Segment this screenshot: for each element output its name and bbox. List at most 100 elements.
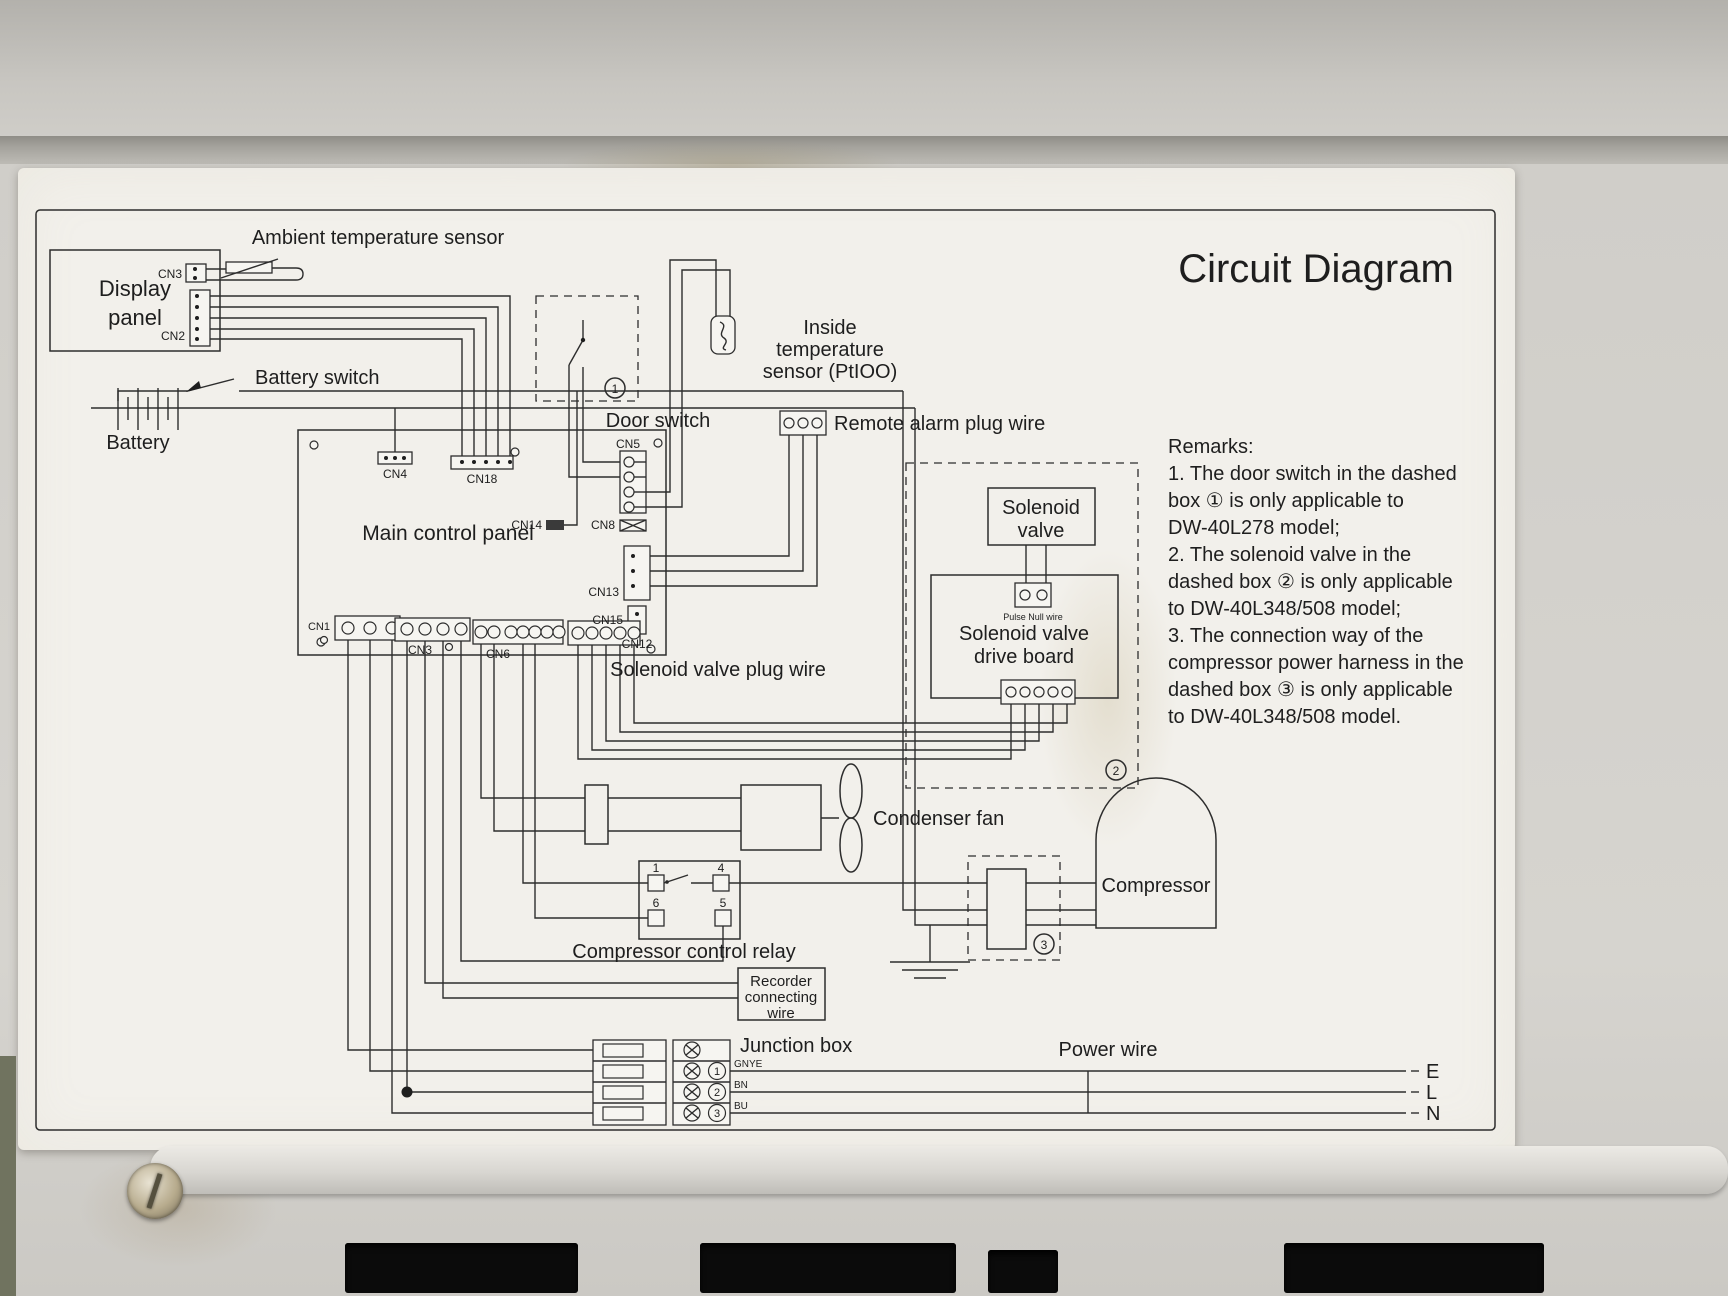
screw	[127, 1163, 183, 1219]
pin	[585, 626, 599, 640]
circled-3-icon	[1033, 933, 1055, 955]
battery-label: Battery	[106, 432, 169, 454]
wire-junction-dot	[401, 1086, 413, 1098]
inside-sensor-label: Inside	[803, 317, 856, 339]
fan-blade	[839, 763, 863, 819]
pin	[504, 625, 518, 639]
probe-squiggle	[719, 321, 727, 351]
cn1-label: CN1	[308, 621, 330, 633]
remarks-line: 1. The door switch in the dashed	[1168, 463, 1457, 485]
pin	[195, 337, 199, 341]
cn3-connector	[185, 263, 207, 283]
pin	[496, 460, 500, 464]
door-switch-dashed-box	[535, 295, 639, 402]
power-wire-label: Power wire	[1059, 1039, 1158, 1061]
vent-slot	[345, 1243, 578, 1293]
pin	[195, 316, 199, 320]
cn12-label: CN12	[622, 637, 653, 651]
relay-terminal-6	[647, 909, 665, 927]
inside-sensor-probe	[710, 315, 736, 355]
cn8-x	[619, 519, 647, 532]
remarks-line: dashed box ③ is only applicable	[1168, 679, 1453, 701]
cn14-connector	[546, 520, 564, 530]
recorder-box	[737, 967, 826, 1021]
pin	[402, 456, 406, 460]
pin	[341, 621, 355, 635]
recorder-label: Recorder	[750, 973, 812, 990]
cn3-bottom-connector	[394, 617, 471, 642]
power-terminal-E: E	[1426, 1061, 1439, 1083]
metal-lip	[150, 1146, 1728, 1194]
relay-terminal-label: 6	[653, 896, 660, 910]
circled-3-icon	[707, 1103, 727, 1123]
inside-sensor-label: sensor (PtIOO)	[763, 361, 897, 383]
wires	[91, 259, 1419, 1114]
pin	[627, 626, 641, 640]
drive-board-label: Solenoid valve	[959, 623, 1089, 645]
cn5-label: CN5	[616, 437, 640, 451]
switch-arrow	[186, 381, 201, 392]
circled-1-digit: 1	[612, 382, 619, 396]
relay-terminal-label: 5	[720, 896, 727, 910]
remarks-block: Remarks: 1. The door switch in the dashe…	[1168, 436, 1464, 728]
cn14-label: CN14	[511, 518, 542, 532]
panel-hole	[309, 440, 319, 450]
remarks-title: Remarks:	[1168, 436, 1254, 458]
junction-row-num: 2	[714, 1087, 720, 1099]
recorder-label: connecting	[745, 989, 818, 1006]
alarm-pin	[797, 417, 809, 429]
circled-3-digit: 3	[1041, 938, 1048, 952]
circled-1-icon	[604, 377, 626, 399]
cn18-label: CN18	[467, 472, 498, 486]
main-panel-label: Main control panel	[362, 522, 534, 545]
pin	[635, 612, 639, 616]
solenoid-dashed-box	[905, 462, 1139, 789]
relay-box	[638, 860, 741, 940]
remarks-line: 2. The solenoid valve in the	[1168, 544, 1411, 566]
pin	[571, 626, 585, 640]
page-title: Circuit Diagram	[1178, 247, 1454, 291]
cn18-connector	[450, 455, 514, 470]
pin	[195, 294, 199, 298]
pin	[195, 327, 199, 331]
remote-alarm-label: Remote alarm plug wire	[834, 413, 1045, 435]
pin	[393, 456, 397, 460]
circuit-diagram-label: 1 2	[18, 168, 1515, 1268]
pin	[418, 622, 432, 636]
switch-pivot	[580, 337, 586, 343]
panel-hole	[510, 447, 520, 457]
solenoid-valve-label: valve	[1018, 520, 1065, 542]
pin	[400, 622, 414, 636]
solenoid-plug-label: Solenoid valve plug wire	[610, 659, 826, 681]
pin	[599, 626, 613, 640]
inside-sensor-label: temperature	[776, 339, 884, 361]
solenoid-valve-box	[987, 487, 1096, 546]
cabinet-groove	[0, 136, 1728, 164]
circled-2-icon	[1105, 759, 1127, 781]
pin	[613, 626, 627, 640]
relay-label: Compressor control relay	[572, 941, 795, 963]
alarm-pin	[783, 417, 795, 429]
connector-pin	[1047, 686, 1059, 698]
wire-color-label: BN	[734, 1080, 748, 1091]
pin	[384, 456, 388, 460]
pin	[484, 460, 488, 464]
relay-blade	[663, 874, 713, 884]
cn15-label: CN15	[592, 613, 623, 627]
floor-edge	[0, 1056, 16, 1296]
display-panel-box	[49, 249, 221, 352]
fan-blade	[839, 817, 863, 873]
remarks-line: box ① is only applicable to	[1168, 490, 1404, 512]
pulse-pin	[1019, 589, 1031, 601]
main-control-panel-box	[297, 429, 667, 656]
panel-hole	[444, 642, 454, 652]
panel-hole	[646, 644, 656, 654]
power-terminal-L: L	[1426, 1082, 1437, 1104]
remarks-line: compressor power harness in the	[1168, 652, 1464, 674]
label-border	[35, 209, 1496, 1131]
display-panel-label: Display	[99, 276, 171, 301]
circled-2-icon	[707, 1082, 727, 1102]
relay-terminal-5	[714, 909, 732, 927]
ambient-sensor-body	[225, 261, 273, 274]
cn2-connector	[189, 289, 211, 347]
